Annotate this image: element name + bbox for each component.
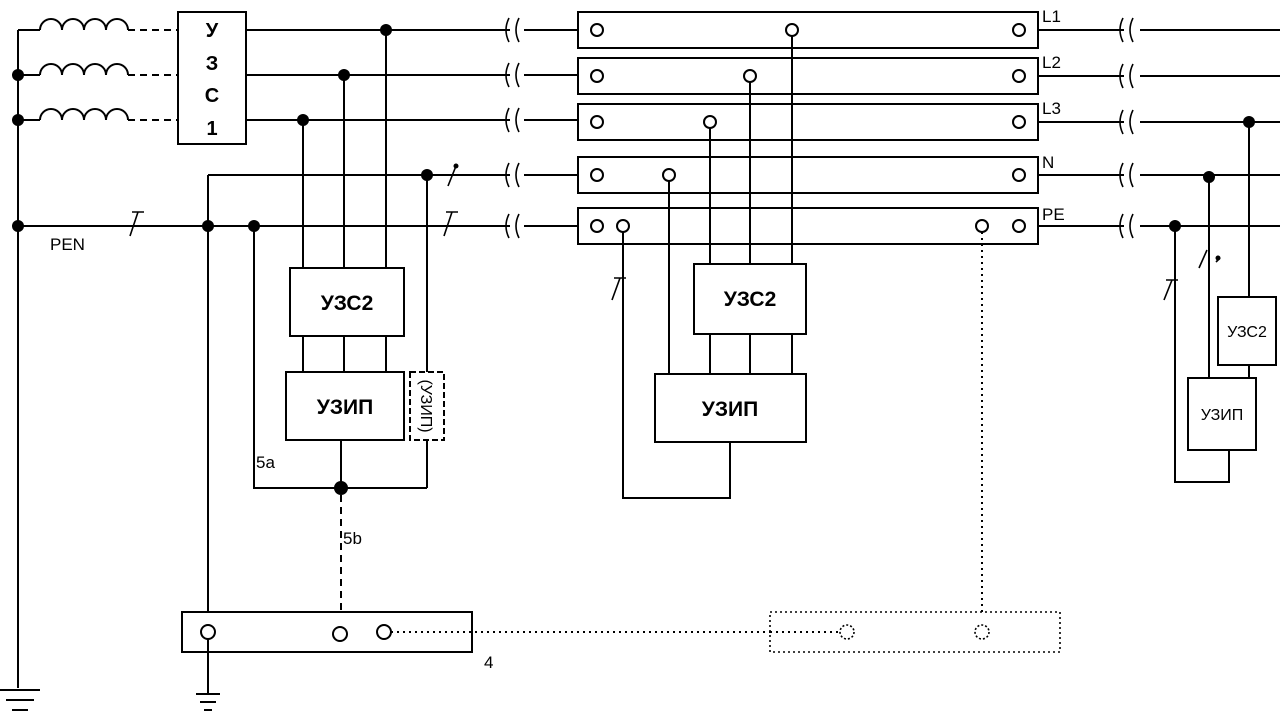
earthing-bar-label: 4 (484, 653, 493, 672)
uzs1-label-2: З (206, 53, 219, 75)
uzip-middle-label: УЗИП (702, 398, 758, 421)
ground-symbol-left (0, 689, 40, 711)
right-outgoing-lines (1038, 17, 1280, 239)
bus-label-l2: L2 (1042, 53, 1061, 72)
conductor-5a-label: 5a (256, 453, 275, 472)
uzs1-label-3: С (205, 85, 219, 107)
right-protection-assembly: УЗС2 УЗИП (1163, 122, 1277, 483)
remote-earthing-bar (769, 611, 1061, 653)
uzs1-label-1: У (206, 20, 219, 42)
busbars: L1 L2 L3 N PE (577, 7, 1065, 245)
uzs2-left-label: УЗС2 (321, 292, 374, 315)
middle-protection-assembly: УЗС2 УЗИП (611, 36, 983, 612)
uzs1-block: У З С 1 (177, 11, 247, 145)
pen-label: PEN (50, 235, 85, 254)
uzs2-right-label: УЗС2 (1227, 324, 1267, 341)
uzip-right-label: УЗИП (1201, 407, 1243, 424)
conductor-5b-label: 5b (343, 529, 362, 548)
bus-label-l1: L1 (1042, 7, 1061, 26)
bus-label-l3: L3 (1042, 99, 1061, 118)
uzip-left-label: УЗИП (317, 396, 373, 419)
bus-label-n: N (1042, 153, 1054, 172)
main-earthing-bar: 4 (181, 611, 770, 711)
uzip-optional-label: (УЗИП) (417, 379, 434, 432)
left-protection-assembly: УЗС2 УЗИП (УЗИП) 5a 5b (207, 30, 445, 632)
transformer-windings (12, 18, 178, 688)
main-conductors: PEN (18, 17, 578, 254)
uzs1-label-4: 1 (206, 118, 217, 140)
bus-label-pe: PE (1042, 205, 1065, 224)
uzs2-middle-label: УЗС2 (724, 288, 777, 311)
